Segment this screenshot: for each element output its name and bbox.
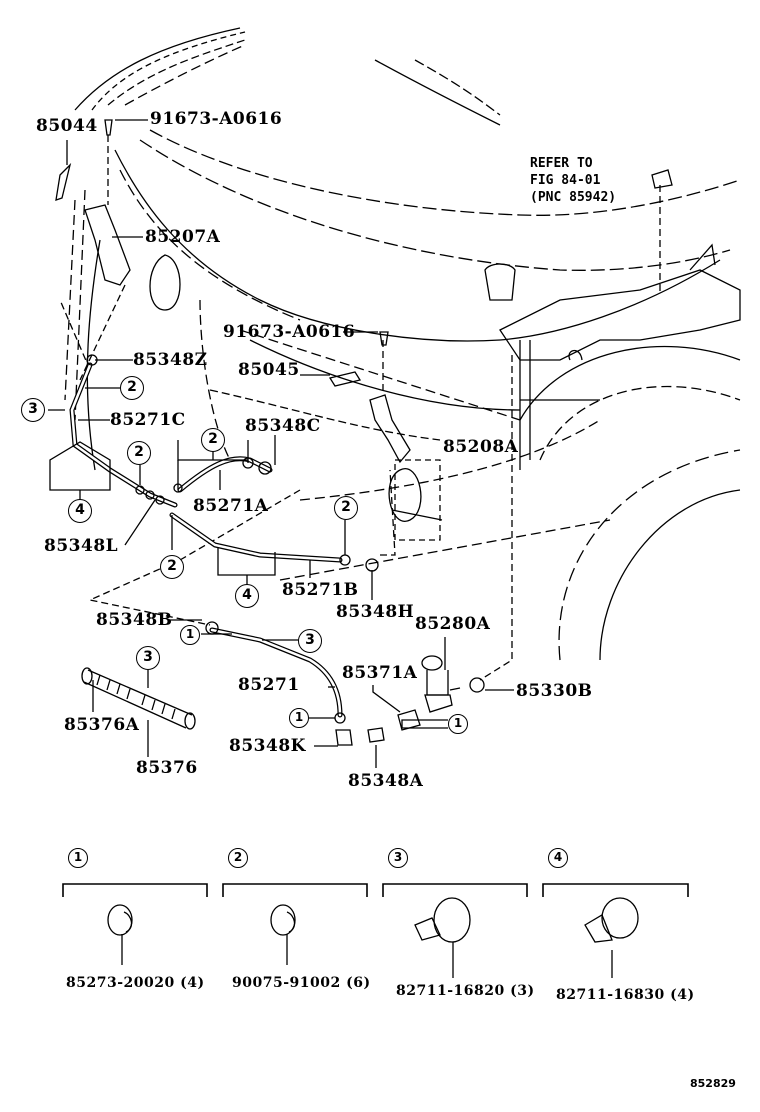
- part-label[interactable]: 85280A: [415, 614, 491, 634]
- reference-note-line: FIG 84-01: [530, 173, 601, 188]
- part-label[interactable]: 85376A: [64, 715, 140, 735]
- callout-circle: 1: [448, 714, 468, 734]
- callout-circle: 3: [298, 629, 322, 653]
- legend-key-circle: 3: [388, 848, 408, 868]
- callout-circle: 2: [127, 441, 151, 465]
- part-label[interactable]: 85271C: [110, 410, 186, 430]
- part-label[interactable]: 85271B: [282, 580, 359, 600]
- part-label[interactable]: 85348Z: [133, 350, 208, 370]
- part-label[interactable]: 85348H: [336, 602, 415, 622]
- legend-key-circle: 1: [68, 848, 88, 868]
- legend-key-circle: 2: [228, 848, 248, 868]
- leader-lines: [48, 119, 514, 768]
- bellows-drawing: [81, 667, 196, 730]
- part-label[interactable]: 85371A: [342, 663, 418, 683]
- part-label[interactable]: 85348A: [348, 771, 424, 791]
- part-label[interactable]: 85044: [36, 116, 98, 136]
- reference-note[interactable]: REFER TO FIG 84-01 (PNC 85942): [530, 155, 616, 206]
- callout-circle: 4: [235, 584, 259, 608]
- washer-pump-drawing: [397, 655, 461, 731]
- reference-note-line: (PNC 85942): [530, 190, 617, 205]
- legend-clip-drawings: [107, 897, 639, 978]
- part-label[interactable]: 85271A: [193, 496, 269, 516]
- callout-circle: 3: [21, 398, 45, 422]
- part-label[interactable]: 85376: [136, 758, 198, 778]
- callout-circle: 2: [334, 496, 358, 520]
- part-label[interactable]: 85045: [238, 360, 300, 380]
- legend-part-number[interactable]: 85273-20020 (4): [66, 975, 205, 991]
- assembly-dashed-lines: [59, 135, 661, 681]
- part-label[interactable]: 85207A: [145, 227, 221, 247]
- figure-number: 852829: [690, 1077, 736, 1090]
- part-label[interactable]: 85348B: [96, 610, 173, 630]
- legend-brackets: [62, 883, 689, 897]
- part-label[interactable]: 85348K: [229, 736, 306, 756]
- part-label[interactable]: 85348L: [44, 536, 119, 556]
- fitting-drawings: [86, 354, 485, 746]
- callout-circle: 4: [68, 499, 92, 523]
- part-label[interactable]: 85348C: [245, 416, 321, 436]
- part-label[interactable]: 85208A: [443, 437, 519, 457]
- part-label[interactable]: 85330B: [516, 681, 593, 701]
- part-label[interactable]: 91673-A0616: [223, 322, 356, 342]
- legend-part-number[interactable]: 82711-16830 (4): [556, 987, 695, 1003]
- callout-circle: 2: [160, 555, 184, 579]
- legend-key-circle: 4: [548, 848, 568, 868]
- washer-tank-drawing: [484, 243, 741, 470]
- part-label[interactable]: 91673-A0616: [150, 109, 283, 129]
- callout-circle: 1: [289, 708, 309, 728]
- callout-circle: 2: [120, 376, 144, 400]
- part-label[interactable]: 85271: [238, 675, 300, 695]
- legend-part-number[interactable]: 82711-16820 (3): [396, 983, 535, 999]
- callout-circle: 3: [136, 646, 160, 670]
- callout-circle: 2: [201, 428, 225, 452]
- legend-part-number[interactable]: 90075-91002 (6): [232, 975, 371, 991]
- callout-circle: 1: [180, 625, 200, 645]
- nozzle-drawings: [55, 119, 673, 464]
- reference-note-line: REFER TO: [530, 156, 593, 171]
